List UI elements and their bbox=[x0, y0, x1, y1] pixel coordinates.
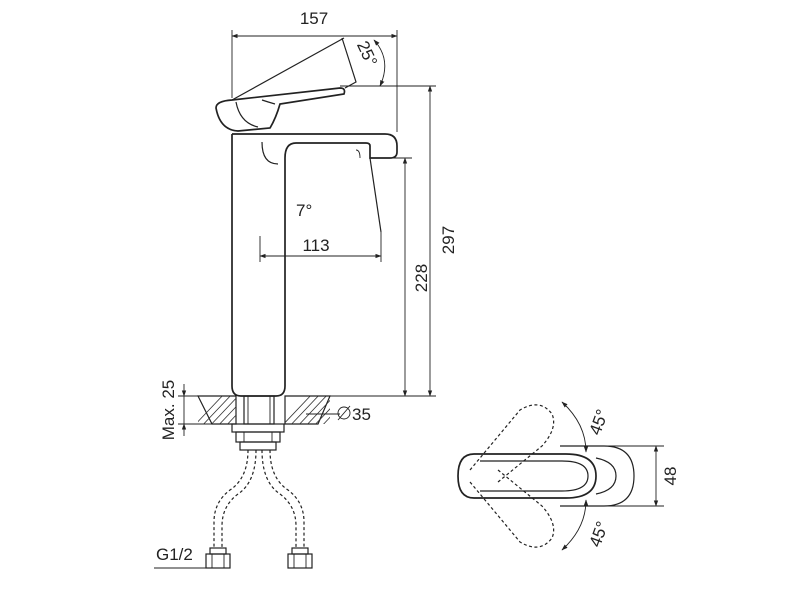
rotation-arc-upper bbox=[561, 401, 589, 453]
spout-angle-label: 7° bbox=[296, 201, 312, 220]
flex-hoses bbox=[205, 449, 313, 569]
handle-rotated-up bbox=[469, 404, 555, 483]
rotation-angle-lower-label: 45° bbox=[586, 519, 613, 550]
dim-mount-hole: 35 bbox=[306, 405, 371, 424]
dim-handle-width: 48 bbox=[606, 445, 680, 507]
spout-underside bbox=[261, 141, 279, 165]
spout-reach-label: 113 bbox=[302, 236, 329, 255]
spout-height-label: 228 bbox=[412, 264, 431, 292]
dim-overall-width: 157 bbox=[231, 9, 398, 132]
shank-and-nut bbox=[231, 395, 285, 451]
faucet-body bbox=[231, 134, 286, 397]
rotation-arc-lower bbox=[561, 499, 589, 551]
handle-lever-raised bbox=[231, 37, 357, 101]
inlet-thread-label: G1/2 bbox=[156, 545, 193, 564]
faucet-handle bbox=[215, 87, 346, 132]
dim-spout-height: 228 bbox=[285, 157, 436, 397]
dim-handle-angle: 25° bbox=[353, 38, 386, 87]
overall-height-label: 297 bbox=[439, 226, 458, 254]
max-mount-label: Max. 25 bbox=[159, 380, 178, 440]
handle-top-inner bbox=[480, 460, 589, 492]
side-view: 157 25° 7° 113 228 297 bbox=[154, 9, 458, 569]
body-top-outline bbox=[560, 445, 635, 507]
dim-overall-height: 297 bbox=[340, 85, 458, 397]
top-view: 45° 45° 48 bbox=[457, 401, 680, 551]
dim-inlet-thread: G1/2 bbox=[154, 545, 206, 569]
dim-spout-reach: 113 bbox=[259, 232, 382, 262]
handle-rotated-down bbox=[469, 469, 555, 548]
mount-hole-label: 35 bbox=[352, 405, 371, 424]
overall-width-label: 157 bbox=[300, 9, 328, 28]
rotation-angle-upper-label: 45° bbox=[586, 407, 613, 438]
body-top-inner bbox=[595, 457, 617, 495]
dim-max-mount: Max. 25 bbox=[159, 380, 212, 440]
handle-top-outline bbox=[457, 453, 597, 499]
spout-inner bbox=[355, 149, 361, 159]
handle-width-label: 48 bbox=[661, 467, 680, 486]
handle-detail bbox=[235, 99, 276, 128]
aerator bbox=[369, 157, 382, 233]
